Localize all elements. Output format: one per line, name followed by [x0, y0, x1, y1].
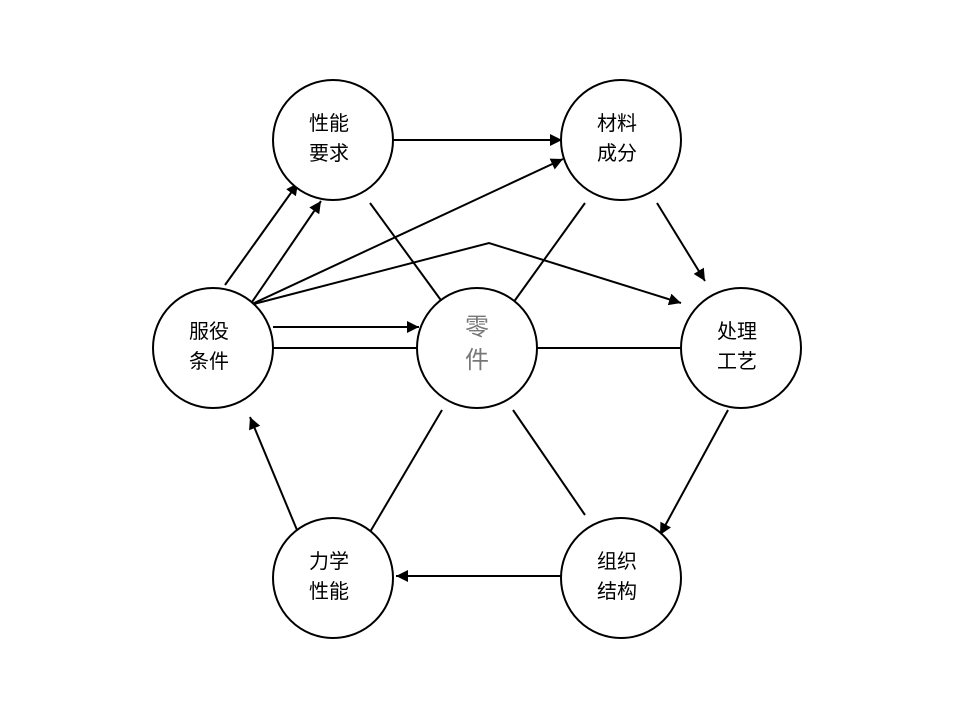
node-label: 组织: [597, 549, 637, 573]
arrow-process-to-structure: [659, 409, 729, 536]
line-part-structure: [512, 409, 586, 516]
node-mechanical-properties: 力学 性能: [272, 517, 394, 639]
node-label: 结构: [597, 579, 637, 603]
node-label: 服役: [189, 319, 229, 343]
arrow-service-to-requirement-1: [224, 182, 299, 286]
node-performance-requirement: 性能 要求: [272, 79, 394, 201]
node-label: 要求: [309, 141, 349, 165]
line-requirement-part: [369, 202, 444, 304]
node-part: 零 件: [416, 287, 538, 409]
node-label: 件: [465, 346, 489, 374]
node-label: 成分: [597, 141, 637, 165]
arrow-service-to-material: [249, 158, 564, 306]
node-label: 条件: [189, 349, 229, 373]
node-label: 材料: [597, 111, 637, 135]
arrow-material-to-process: [656, 202, 706, 282]
node-process: 处理 工艺: [680, 287, 802, 409]
edges: [224, 134, 729, 582]
node-service-conditions: 服役 条件: [152, 287, 274, 409]
line-material-part: [512, 202, 586, 304]
arrow-mechanical-to-service: [249, 416, 298, 531]
node-label: 工艺: [717, 349, 757, 373]
arrow-service-to-process: [249, 241, 682, 306]
node-label: 性能: [309, 111, 349, 135]
node-microstructure: 组织 结构: [560, 517, 682, 639]
line-part-mechanical: [369, 409, 443, 533]
node-material-composition: 材料 成分: [560, 79, 682, 201]
node-label: 力学: [309, 549, 349, 573]
arrow-service-to-requirement-2: [249, 200, 322, 306]
node-label: 零: [465, 313, 489, 341]
node-label: 处理: [717, 319, 757, 343]
node-label: 性能: [309, 579, 349, 603]
